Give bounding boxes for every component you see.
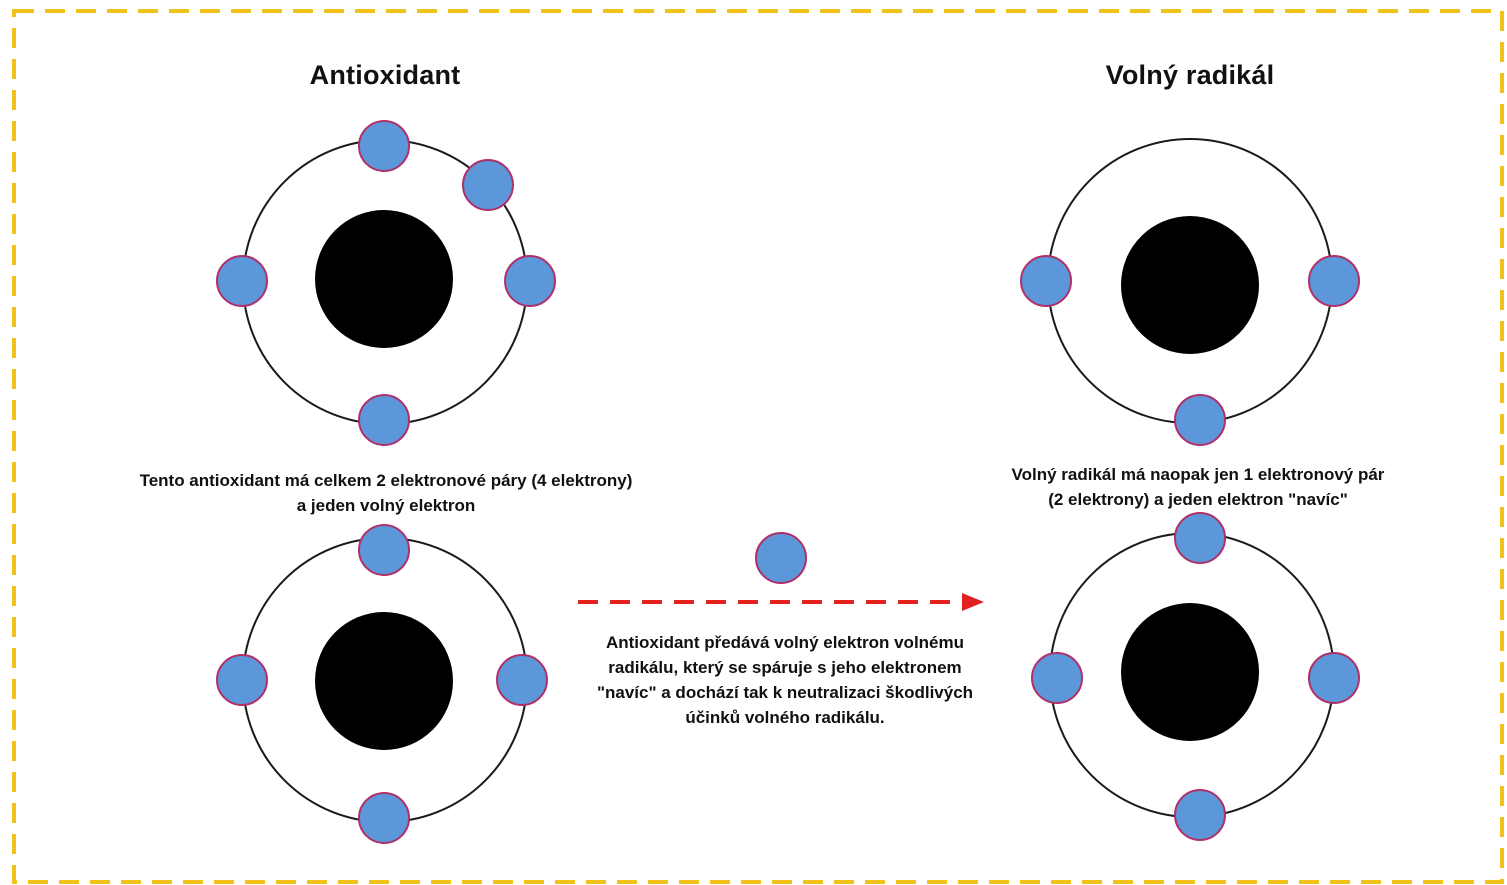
electron xyxy=(358,394,410,446)
electron xyxy=(358,792,410,844)
electron-transferred xyxy=(755,532,807,584)
atom-radical-before xyxy=(1020,138,1360,446)
caption-line: účinků volného radikálu. xyxy=(685,708,885,727)
electron xyxy=(216,255,268,307)
transfer-arrow xyxy=(578,593,984,611)
caption-line: (2 elektrony) a jeden elektron "navíc" xyxy=(1048,490,1348,509)
electron xyxy=(1020,255,1072,307)
caption-line: Tento antioxidant má celkem 2 elektronov… xyxy=(139,471,633,490)
caption-line: radikálu, který se spáruje s jeho elektr… xyxy=(608,658,962,677)
arrow-head xyxy=(962,593,984,611)
caption-antioxidant: Tento antioxidant má celkem 2 elektronov… xyxy=(86,468,686,518)
caption-radical: Volný radikál má naopak jen 1 elektronov… xyxy=(960,462,1436,512)
electron xyxy=(1174,789,1226,841)
title-antioxidant: Antioxidant xyxy=(309,60,461,90)
nucleus xyxy=(1121,603,1259,741)
electron xyxy=(496,654,548,706)
title-radical: Volný radikál xyxy=(1105,60,1275,90)
electron xyxy=(216,654,268,706)
electron-extra xyxy=(1174,394,1226,446)
atom-antioxidant-after xyxy=(216,524,548,844)
electron xyxy=(504,255,556,307)
electron-unpaired xyxy=(462,159,514,211)
caption-line: Volný radikál má naopak jen 1 elektronov… xyxy=(1011,465,1385,484)
nucleus xyxy=(315,612,453,750)
electron xyxy=(1174,512,1226,564)
atom-antioxidant-before xyxy=(216,120,556,446)
caption-line: a jeden volný elektron xyxy=(296,496,476,515)
electron xyxy=(1308,652,1360,704)
nucleus xyxy=(315,210,453,348)
caption-transfer: Antioxidant předává volný elektron volné… xyxy=(570,630,1000,730)
atom-radical-after xyxy=(1031,512,1360,841)
electron xyxy=(358,524,410,576)
frame-border xyxy=(12,9,1504,884)
electron xyxy=(1031,652,1083,704)
electron xyxy=(1308,255,1360,307)
electron xyxy=(358,120,410,172)
caption-line: "navíc" a dochází tak k neutralizaci ško… xyxy=(596,683,974,702)
caption-line: Antioxidant předává volný elektron volné… xyxy=(605,633,965,652)
nucleus xyxy=(1121,216,1259,354)
